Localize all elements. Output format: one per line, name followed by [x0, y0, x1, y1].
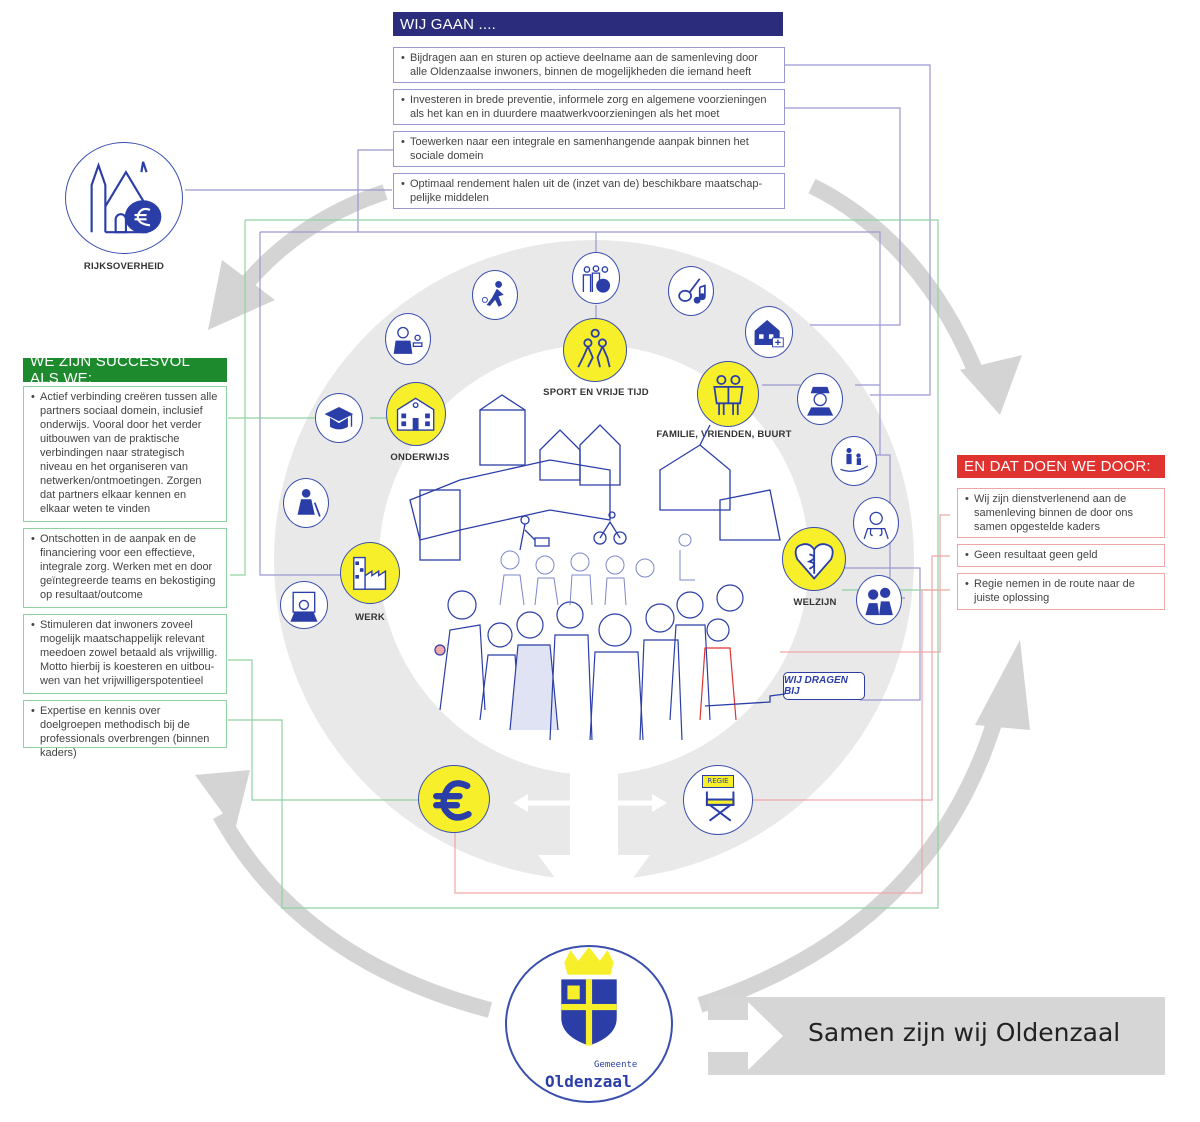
arrowhead-top-right	[960, 355, 1022, 415]
motto-text: Samen zijn wij Oldenzaal	[808, 1018, 1121, 1047]
succesvol-item: Stimuleren dat inwoners zoveel mogelijk …	[23, 614, 227, 694]
arrowhead-bottom-left	[195, 770, 250, 830]
cycle-arrows	[212, 178, 1003, 1018]
wij-gaan-header: WIJ GAAN ....	[393, 12, 783, 36]
arrowhead-bottom-right	[975, 640, 1030, 730]
guitar-music-icon	[668, 266, 714, 316]
succesvol-item: Expertise en kennis over doelgroepen met…	[23, 700, 227, 759]
regie-sign: REGIE	[702, 775, 734, 788]
cycle-arrow-bottom-left	[212, 811, 493, 1018]
succesvol-header: WE ZIJN SUCCESVOL ALS WE:	[23, 353, 227, 387]
arrowhead-top-left	[208, 260, 275, 330]
doctor-icon	[853, 497, 899, 549]
factory-icon	[340, 542, 400, 604]
domain-label-familie: FAMILIE, VRIENDEN, BUURT	[656, 429, 792, 440]
pram-walker	[519, 515, 550, 551]
succesvol-item: Ontschotten in de aanpak en de financier…	[23, 528, 227, 608]
logo-gemeente: Gemeente	[594, 1060, 638, 1070]
speech-bubble: WIJ DRAGEN BIJ	[783, 672, 865, 700]
friends-icon	[697, 361, 759, 427]
cyclist	[593, 511, 627, 545]
euro-icon	[418, 765, 490, 833]
graduation-cap-icon	[315, 393, 363, 443]
red-connectors	[454, 514, 950, 894]
police-officer-icon	[797, 373, 843, 425]
domain-label-onderwijs: ONDERWIJS	[390, 452, 450, 463]
teacher-icon	[385, 313, 431, 365]
background-crowd	[499, 533, 695, 606]
group-of-people-icon	[572, 252, 620, 304]
construction-worker-icon	[283, 478, 329, 528]
running-child-icon	[472, 270, 518, 320]
cycle-arrow-top-left	[238, 184, 388, 291]
school-building-icon	[386, 382, 446, 446]
city-and-people-illustration	[409, 394, 781, 740]
playing-children-icon	[563, 318, 627, 382]
speech-bubble-tail	[704, 693, 786, 707]
domain-label-sport: SPORT EN VRIJE TIJD	[543, 387, 649, 398]
doen-door-header: EN DAT DOEN WE DOOR:	[957, 455, 1165, 478]
doen-door-item: Geen resultaat geen geld	[957, 544, 1165, 567]
businessman-icon	[280, 581, 328, 629]
cycle-arrow-top-right	[808, 178, 983, 374]
wij-gaan-item: Toewerken naar een integrale en samenhan…	[393, 131, 785, 167]
arrow-right-icon	[708, 1002, 783, 1070]
government-building-money-bag-icon	[65, 142, 183, 254]
domain-label-werk: WERK	[355, 612, 385, 623]
crowd	[434, 584, 744, 740]
parent-child-hand-icon	[831, 436, 877, 486]
city-skyline	[409, 394, 781, 561]
oldenzaal-logo	[505, 945, 673, 1103]
wij-gaan-item: Investeren in brede preventie, informele…	[393, 89, 785, 125]
surgeons-icon	[856, 575, 902, 625]
succesvol-item: Actief verbinding creëren tussen alle pa…	[23, 386, 227, 522]
heart-caduceus-icon	[782, 527, 846, 591]
crown-icon	[564, 947, 614, 975]
domain-label-welzijn: WELZIJN	[793, 597, 837, 608]
logo-oldenzaal: Oldenzaal	[545, 1072, 632, 1091]
wij-gaan-item: Optimaal rendement halen uit de (inzet v…	[393, 173, 785, 209]
motto-banner	[708, 997, 1165, 1075]
rijksoverheid-label: RIJKSOVERHEID	[83, 261, 165, 272]
doen-door-item: Regie nemen in de route naar de juiste o…	[957, 573, 1165, 610]
house-care-icon	[745, 306, 793, 358]
double-arrow	[513, 794, 667, 812]
wij-gaan-item: Bijdragen aan en sturen op actieve deeln…	[393, 47, 785, 83]
doen-door-item: Wij zijn dienstverlenend aan de samenlev…	[957, 488, 1165, 538]
cycle-arrow-bottom-right	[697, 717, 1003, 1013]
